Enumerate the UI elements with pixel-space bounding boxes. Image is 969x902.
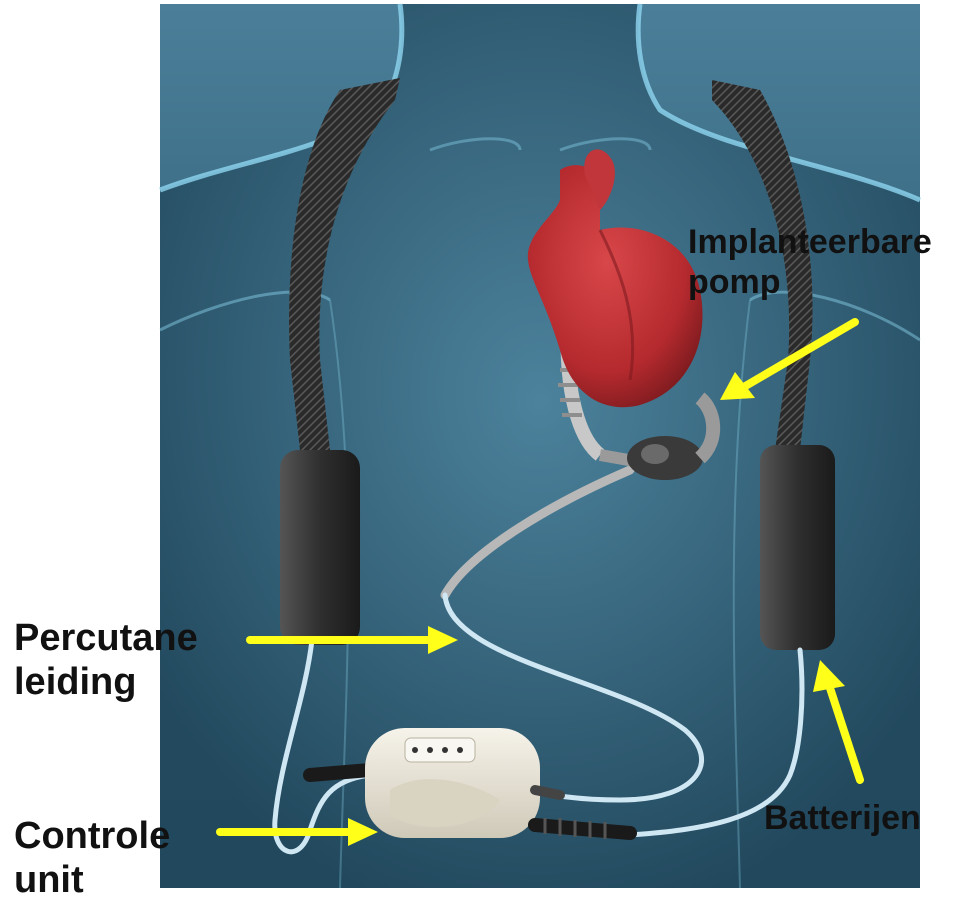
label-pump-line1: Implanteerbare (688, 222, 932, 262)
label-implantable-pump: Implanteerbare pomp (688, 222, 932, 302)
label-pump-line2: pomp (688, 262, 932, 302)
label-batteries: Batterijen (764, 798, 921, 838)
label-percutaneous-lead: Percutane leiding (14, 616, 198, 704)
label-percutane-line1: Percutane (14, 616, 198, 660)
label-controle-line1: Controle (14, 814, 170, 858)
label-percutane-line2: leiding (14, 660, 198, 704)
label-controle-line2: unit (14, 858, 170, 902)
label-batterijen-line1: Batterijen (764, 798, 921, 838)
label-control-unit: Controle unit (14, 814, 170, 902)
